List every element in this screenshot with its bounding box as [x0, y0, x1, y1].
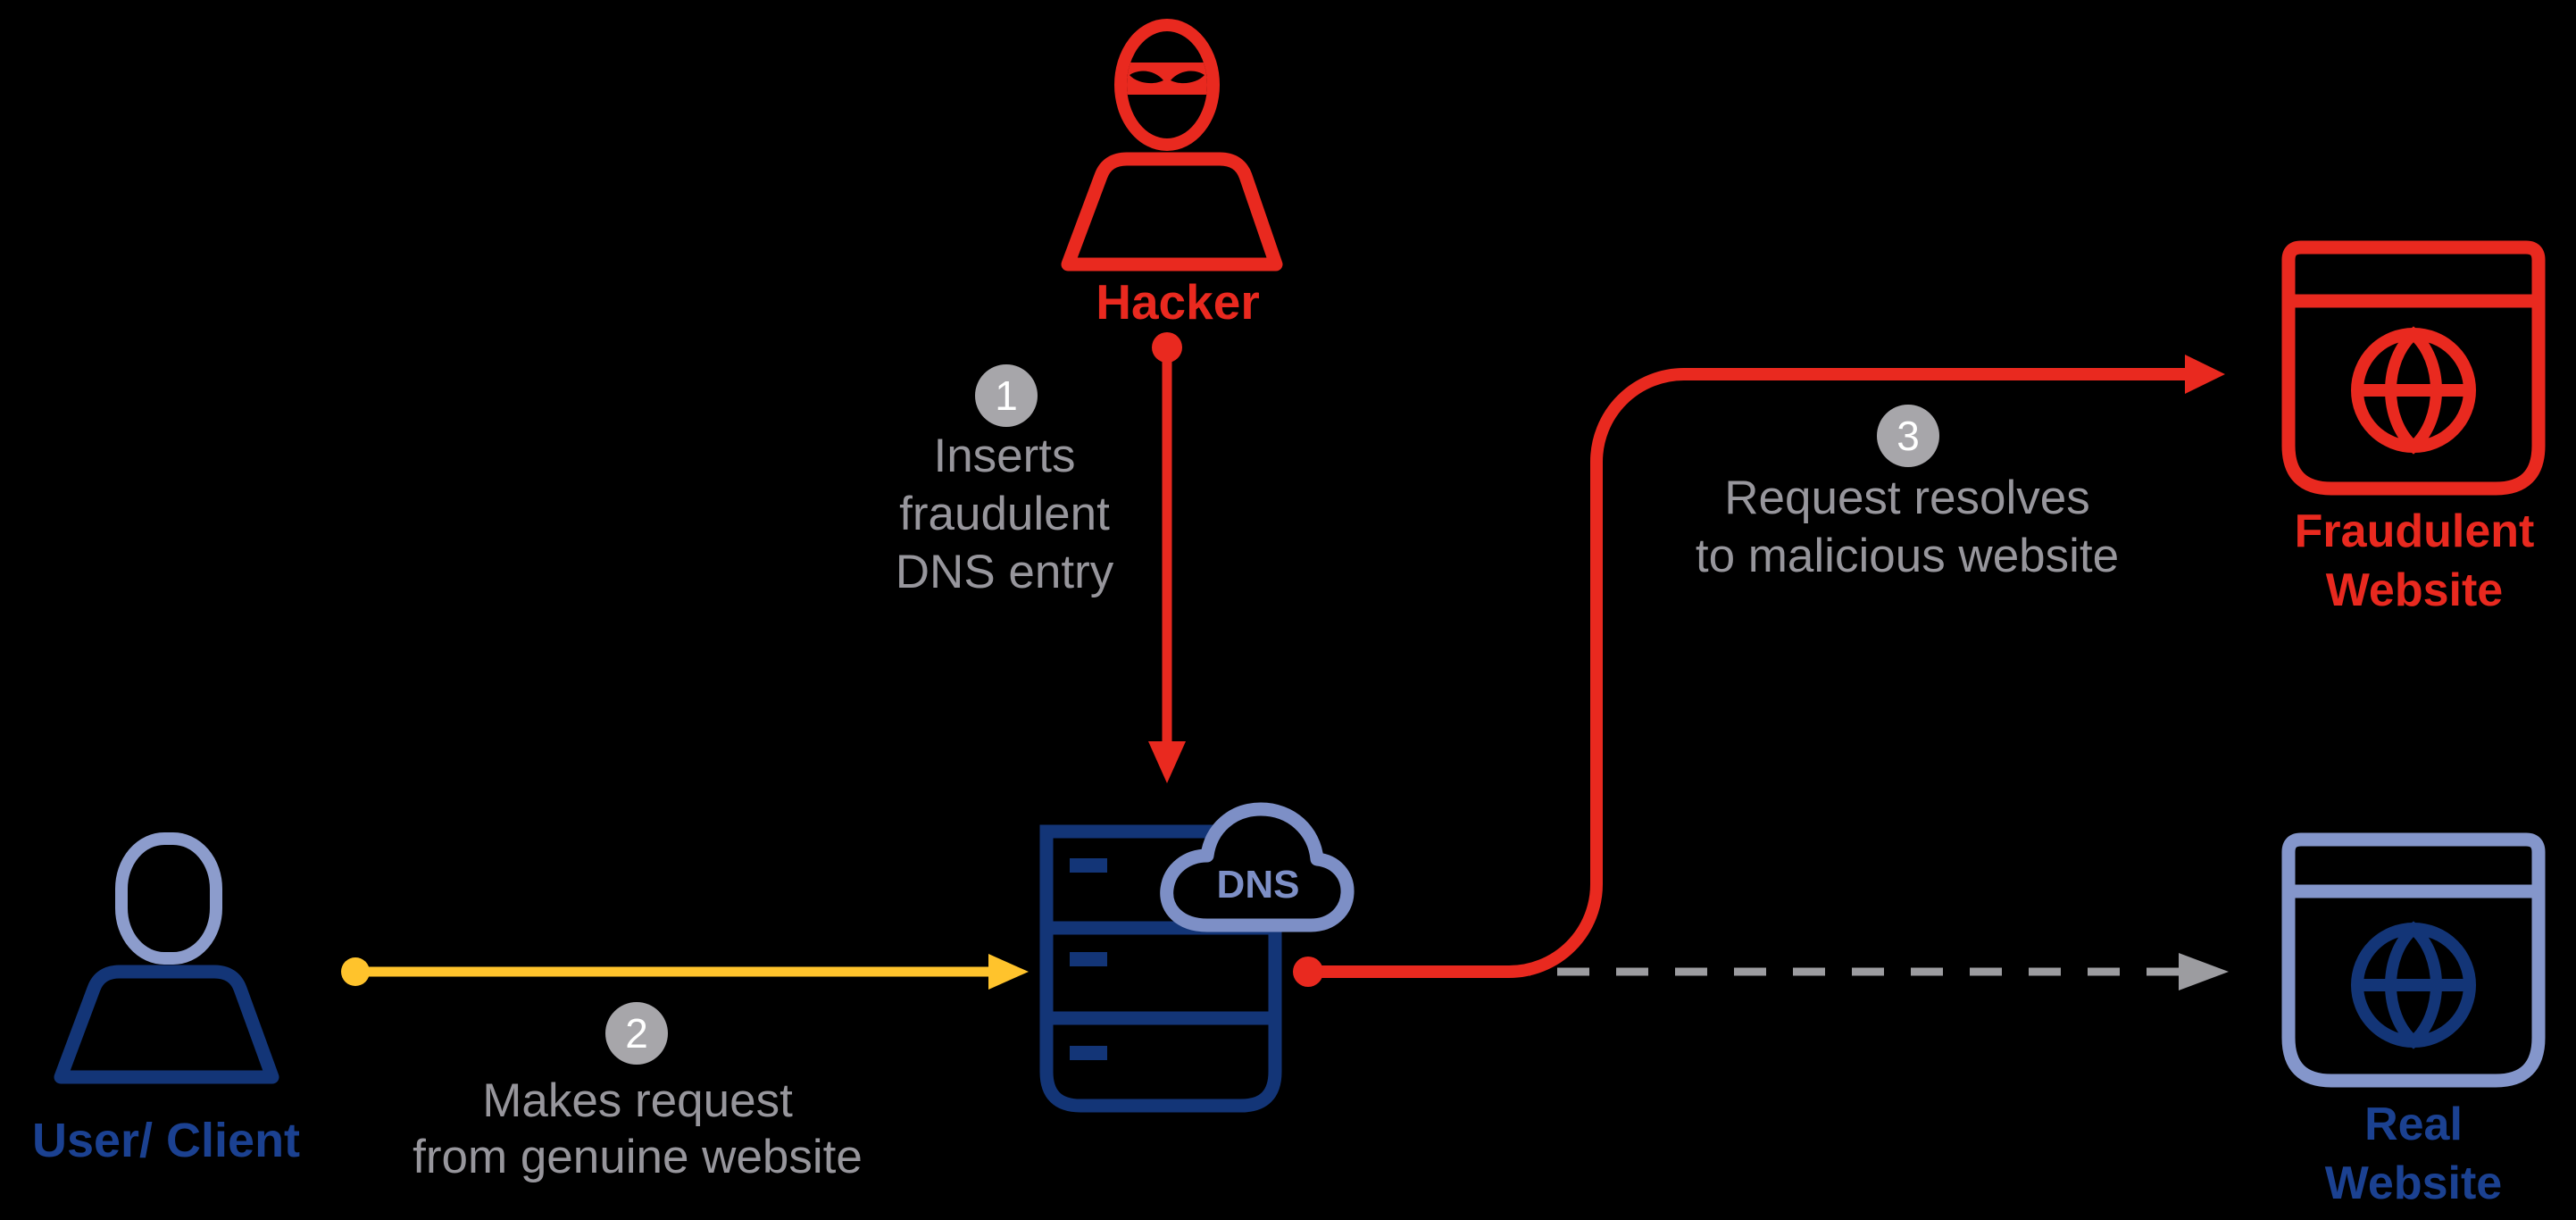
red-arrowhead-icon	[2185, 355, 2225, 394]
step-1-line-1: Inserts	[933, 430, 1075, 482]
step-3-line-1: Request resolves	[1724, 472, 2089, 524]
step-1-badge: 1	[975, 364, 1038, 427]
step-2-line-2: from genuine website	[413, 1131, 863, 1183]
step-3-badge: 3	[1877, 405, 1939, 467]
fraudulent-browser-frame	[2281, 240, 2546, 496]
real-website-icon	[2281, 832, 2546, 1088]
fraudulent-label-line-2: Website	[2326, 564, 2503, 616]
hacker-right-eye-icon	[1171, 71, 1205, 84]
red-curve-line	[1308, 368, 2185, 978]
step-3-number: 3	[1897, 413, 1920, 459]
arrow-hacker-to-dns	[1148, 332, 1186, 783]
step-3-line-2: to malicious website	[1696, 530, 2119, 582]
fraudulent-website-icon	[2281, 240, 2546, 496]
hacker-mask	[1127, 63, 1207, 95]
real-globe-meridian	[2385, 921, 2442, 1049]
red-down-arrowhead-icon	[1148, 741, 1186, 783]
dns-server-icon: DNS	[1039, 802, 1355, 1113]
user-label: User/ Client	[32, 1114, 300, 1167]
real-label-line-2: Website	[2325, 1157, 2502, 1209]
fraudulent-globe-meridian	[2385, 326, 2442, 455]
hacker-left-eye-icon	[1130, 71, 1163, 84]
hacker-icon	[1061, 19, 1283, 272]
server-slot-1	[1070, 858, 1107, 873]
dns-cloud-icon	[1160, 802, 1355, 932]
real-label-line-1: Real	[2364, 1099, 2463, 1150]
hacker-torso	[1061, 152, 1283, 272]
step-2-caption: Makes request from genuine website	[413, 1074, 863, 1183]
step-1-line-2: fraudulent	[899, 488, 1110, 540]
dns-cloud-label: DNS	[1217, 863, 1300, 907]
fraudulent-website-label: Fraudulent Website	[2295, 506, 2535, 616]
server-body	[1039, 824, 1282, 1113]
fraudulent-label-line-1: Fraudulent	[2295, 506, 2535, 557]
arrow-user-to-dns	[341, 954, 1029, 990]
step-1-line-3: DNS entry	[896, 546, 1114, 598]
user-icon	[54, 832, 279, 1084]
red-origin-dot	[1293, 957, 1323, 987]
user-torso	[54, 965, 279, 1084]
hacker-head	[1114, 19, 1220, 151]
step-3-caption: Request resolves to malicious website	[1696, 472, 2119, 582]
step-3-circle	[1877, 405, 1939, 467]
hacker-label: Hacker	[1096, 274, 1259, 330]
arrow-dns-to-fraudulent	[1293, 355, 2225, 987]
hacker-mask-band	[1127, 63, 1207, 95]
step-1-caption: Inserts fraudulent DNS entry	[896, 430, 1114, 598]
step-1-circle	[975, 364, 1038, 427]
red-origin-dot-hacker	[1152, 332, 1182, 363]
server-slot-2	[1070, 952, 1107, 966]
step-2-number: 2	[625, 1010, 648, 1057]
step-2-badge: 2	[605, 1002, 668, 1065]
step-2-line-1: Makes request	[482, 1074, 793, 1127]
real-browser-frame	[2281, 832, 2546, 1088]
user-head	[115, 832, 222, 965]
dashed-arrowhead-icon	[2179, 953, 2229, 990]
server-slot-3	[1070, 1046, 1107, 1060]
step-2-circle	[605, 1002, 668, 1065]
step-1-number: 1	[995, 372, 1018, 419]
real-website-label: Real Website	[2325, 1099, 2502, 1209]
yellow-arrowhead-icon	[988, 954, 1029, 990]
